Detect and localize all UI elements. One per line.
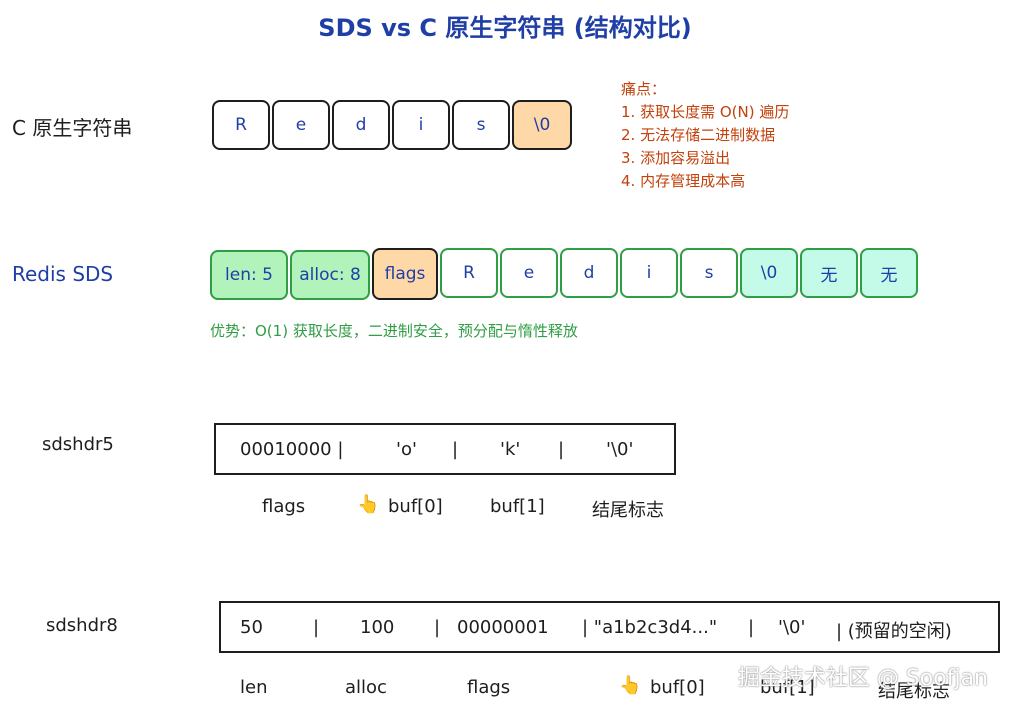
sdshdr5-buf0-annotation: buf[0]: [388, 496, 443, 517]
sdshdr8-separator: |: [434, 617, 441, 638]
sds-flags-cell: flags: [372, 248, 438, 300]
sdshdr8-label: sdshdr8: [46, 615, 118, 636]
redis-sds-label: Redis SDS: [12, 262, 114, 286]
sdshdr8-len-value: 50: [240, 617, 263, 638]
sdshdr5-buf0-value: 'o': [396, 439, 417, 460]
sdshdr8-alloc-value: 100: [360, 617, 395, 638]
sds-alloc-cell: alloc: 8: [290, 250, 370, 300]
c-cell-r: R: [212, 100, 270, 150]
c-cell-d: d: [332, 100, 390, 150]
sds-buf-cell-d: d: [560, 248, 618, 298]
c-cell-s: s: [452, 100, 510, 150]
watermark: 掘金技术社区 @ Soofjan: [737, 666, 988, 691]
sdshdr8-end-annotation: 结尾标志: [878, 681, 950, 702]
pain-point-2: 2. 无法存储二进制数据: [621, 126, 776, 144]
sdshdr5-terminator-value: '\0': [606, 439, 634, 460]
sdshdr8-alloc-annotation: alloc: [345, 677, 387, 698]
sdshdr5-box: [214, 423, 676, 475]
sds-buf-cell-e: e: [500, 248, 558, 298]
sds-buf-cell-free-2: 无: [860, 248, 918, 298]
sdshdr5-end-annotation: 结尾标志: [592, 500, 664, 521]
sds-advantage: 优势：O(1) 获取长度，二进制安全，预分配与惰性释放: [210, 322, 578, 340]
sdshdr8-separator: |: [748, 617, 755, 638]
sds-buf-cell-free-1: 无: [800, 248, 858, 298]
sdshdr5-buf1-annotation: buf[1]: [490, 496, 545, 517]
sdshdr5-label: sdshdr5: [42, 434, 114, 455]
pain-points: 痛点： 1. 获取长度需 O(N) 遍历 2. 无法存储二进制数据 3. 添加容…: [621, 78, 789, 193]
pointing-hand-icon: 👆: [357, 494, 380, 515]
c-cell-null-terminator: \0: [512, 100, 572, 150]
page-title: SDS vs C 原生字符串 (结构对比): [318, 14, 692, 42]
sdshdr5-flags-value: 00010000 |: [240, 439, 344, 460]
sdshdr5-separator: |: [452, 439, 459, 460]
sdshdr8-len-annotation: len: [240, 677, 268, 698]
pain-point-4: 4. 内存管理成本高: [621, 172, 746, 190]
sdshdr8-box: [219, 601, 1000, 653]
sds-buf-cell-r: R: [440, 248, 498, 298]
pain-points-heading: 痛点：: [621, 80, 667, 98]
c-cell-i: i: [392, 100, 450, 150]
sdshdr8-flags-annotation: flags: [467, 677, 511, 698]
sds-buf-cell-s: s: [680, 248, 738, 298]
sds-buf-cell-i: i: [620, 248, 678, 298]
sdshdr5-separator: |: [558, 439, 565, 460]
sdshdr8-terminator-value: '\0': [778, 617, 806, 638]
sds-buf-cell-null: \0: [740, 248, 798, 298]
sdshdr5-buf1-value: 'k': [500, 439, 521, 460]
sdshdr8-buf0-annotation: buf[0]: [650, 677, 705, 698]
sdshdr5-flags-annotation: flags: [262, 496, 306, 517]
c-cell-e: e: [272, 100, 330, 150]
pain-point-1: 1. 获取长度需 O(N) 遍历: [621, 103, 790, 121]
c-string-label: C 原生字符串: [12, 116, 133, 140]
pointing-hand-icon: 👆: [619, 675, 642, 696]
sdshdr8-separator: |: [313, 617, 320, 638]
pain-point-3: 3. 添加容易溢出: [621, 149, 731, 167]
sdshdr8-free-space: | (预留的空闲): [836, 621, 952, 642]
sdshdr8-buf1-annotation: buf[1]: [760, 677, 815, 698]
sds-len-cell: len: 5: [210, 250, 288, 300]
sdshdr8-flags-value: 00000001: [457, 617, 549, 638]
sdshdr8-buf-value: | "a1b2c3d4...": [582, 617, 718, 638]
